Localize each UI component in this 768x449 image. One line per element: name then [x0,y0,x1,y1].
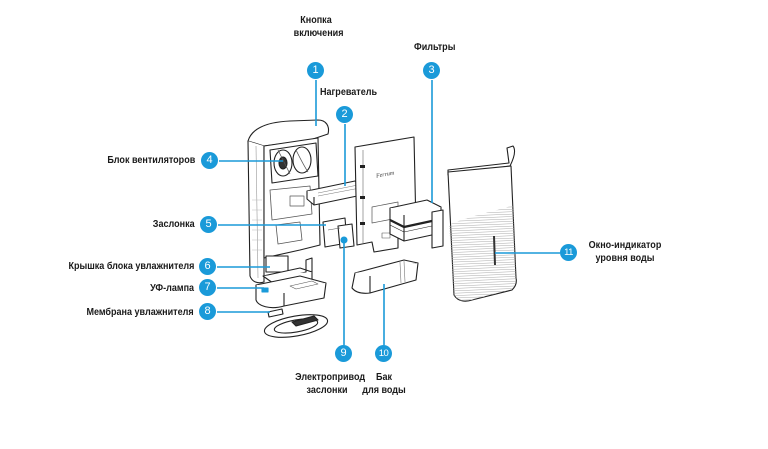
callout-label-7: УФ-лампа [150,282,194,295]
callout-label-10-line-1: Бак [375,371,393,383]
cover-stripe [449,244,517,249]
cover-stripe [449,256,517,261]
cover-stripe [449,275,517,280]
cover-stripe [449,235,517,239]
cover-stripe [449,261,517,266]
uv-lamp-part [255,275,327,309]
cover-stripe [449,230,517,234]
callout-label-1-line-2: включения [293,27,344,39]
membrane-part [263,308,329,338]
callout-badge-6: 6 [199,258,216,275]
callout-label-5: Заслонка [153,218,195,231]
cover-stripe [449,249,517,254]
water-tank-part [351,259,419,294]
callout-badge-4: 4 [201,152,218,169]
callout-label-7-line-1: УФ-лампа [150,282,194,294]
cover-stripe [449,280,517,285]
callout-label-11: Окно-индикатор уровня воды [588,239,662,265]
callout-label-3: Фильтры [414,41,455,54]
callout-label-4: Блок вентиляторов [107,154,195,167]
callout-badge-10: 10 [375,345,392,362]
cover-stripe [449,266,517,270]
callout-label-2-line-1: Нагреватель [320,86,378,98]
cover-stripe [449,239,517,244]
callout-badge-9: 9 [335,345,352,362]
main-housing [247,119,330,284]
callout-label-2: Нагреватель [320,86,377,99]
callout-label-9: Электропривод заслонки [295,371,366,397]
callout-badge-11: 11 [560,244,577,261]
callout-badge-2: 2 [336,106,353,123]
callout-label-9-line-2: заслонки [306,384,348,396]
cover-stripe [449,254,517,258]
callout-badge-1: 1 [307,62,324,79]
cover-stripe [449,287,517,292]
cover-stripe [449,225,517,230]
callout-label-8-line-1: Мембрана увлажнителя [86,306,194,318]
callout-label-10: Бак для воды [362,371,407,397]
callout-label-10-line-2: для воды [362,384,406,396]
callout-label-1-line-1: Кнопка [300,14,332,26]
cover-stripe [449,227,517,232]
cover-stripe [449,271,517,275]
callout-badge-3: 3 [423,62,440,79]
callout-label-11-line-2: уровня воды [595,252,655,264]
callout-label-3-line-1: Фильтры [414,41,456,53]
callout-badge-5: 5 [200,216,217,233]
callout-label-5-line-1: Заслонка [153,218,195,230]
cover-stripe [449,283,517,287]
callout-label-1: Кнопка включения [293,14,344,40]
cover-stripe [449,268,517,273]
callout-label-6-line-1: Крышка блока увлажнителя [68,260,194,272]
cover-stripe [449,273,517,278]
callout-label-9-line-1: Электропривод [295,371,366,383]
cover-stripe [449,247,517,251]
cover-stripe [449,220,517,225]
cover-stripe [449,237,517,242]
callout-badge-7: 7 [199,279,216,296]
cover-stripe [449,263,517,268]
cover-stripe [449,259,517,263]
cover-stripe [449,285,517,290]
callout-badge-8: 8 [199,303,216,320]
callout-label-6: Крышка блока увлажнителя [68,260,194,273]
callout-label-4-line-1: Блок вентиляторов [107,154,195,166]
damper-motor-part [322,217,355,249]
cover-stripe [449,278,517,282]
filters-part [389,199,444,249]
cover-stripe [449,242,517,246]
callout-label-11-line-1: Окно-индикатор [588,239,662,251]
cover-stripe [449,232,517,237]
callout-label-8: Мембрана увлажнителя [87,306,194,319]
cover-stripe [449,223,517,227]
front-cover-part [447,145,517,302]
